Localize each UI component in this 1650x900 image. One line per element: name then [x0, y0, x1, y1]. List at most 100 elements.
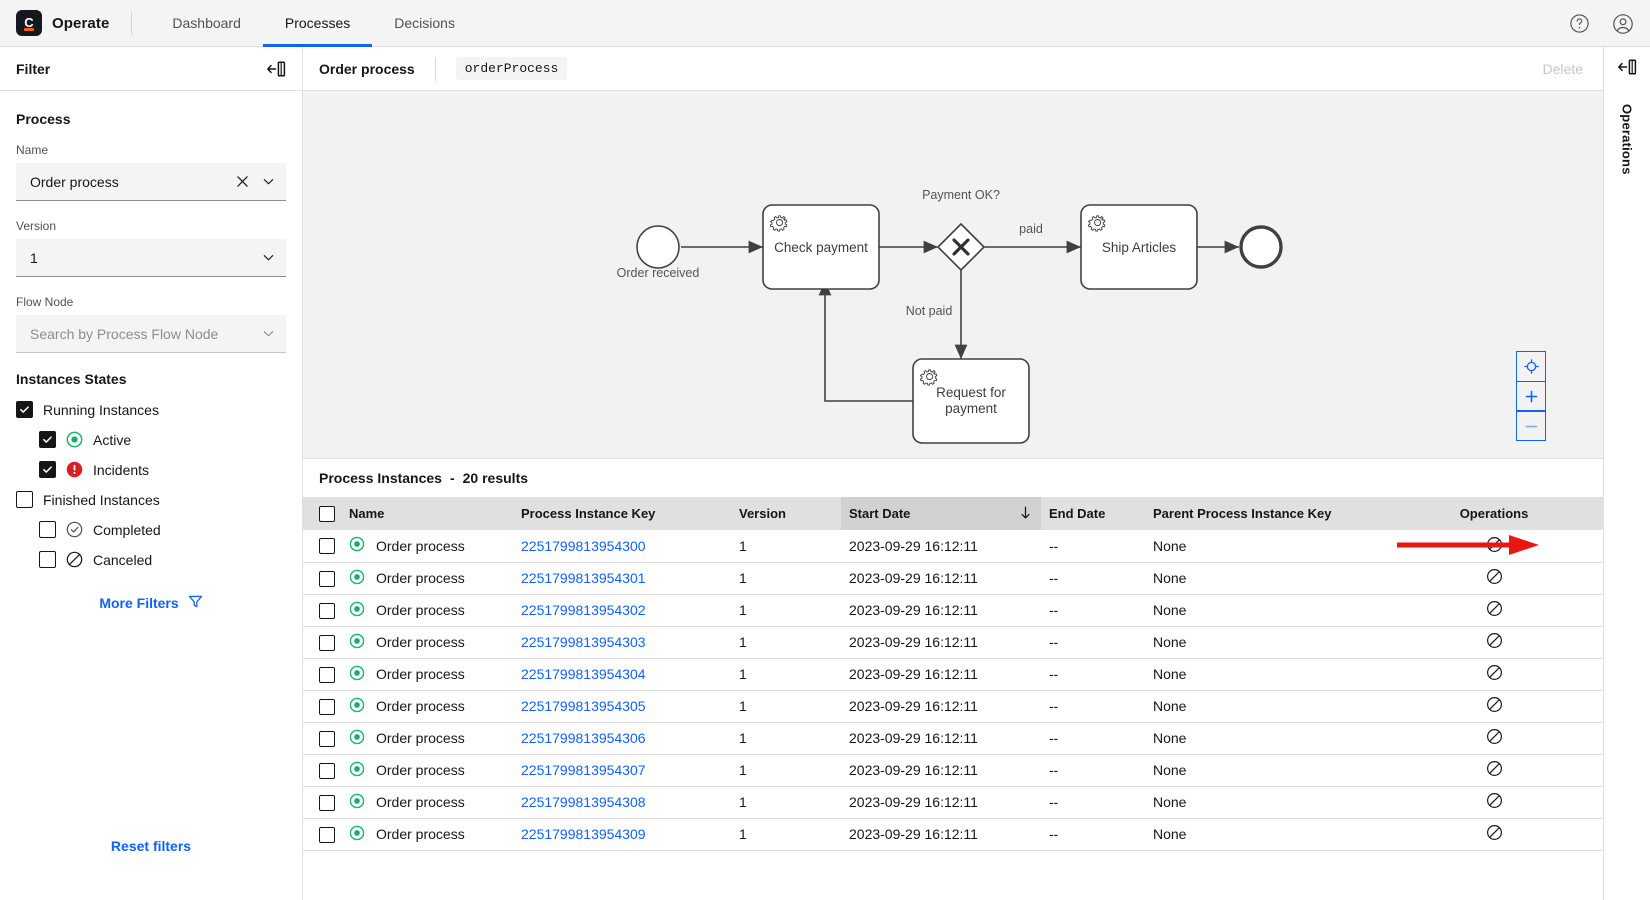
cancel-operation-icon[interactable]: [1486, 728, 1503, 745]
row-checkbox[interactable]: [319, 731, 335, 747]
th-version[interactable]: Version: [731, 497, 841, 530]
select-all-checkbox[interactable]: [319, 506, 335, 522]
bpmn-start-event[interactable]: [637, 226, 679, 268]
cancel-operation-icon[interactable]: [1486, 536, 1503, 553]
nav-tab-processes[interactable]: Processes: [263, 0, 372, 47]
row-select-cell[interactable]: [303, 754, 341, 786]
cell-operations[interactable]: [1411, 722, 1603, 754]
th-process-instance-key[interactable]: Process Instance Key: [513, 497, 731, 530]
th-start-date[interactable]: Start Date: [841, 497, 1041, 530]
cell-process-instance-key[interactable]: 2251799813954309: [513, 818, 731, 850]
th-parent-process-instance-key[interactable]: Parent Process Instance Key: [1145, 497, 1411, 530]
zoom-out-button[interactable]: [1516, 411, 1546, 441]
row-select-cell[interactable]: [303, 690, 341, 722]
clear-icon[interactable]: [236, 175, 249, 188]
flow-node-select[interactable]: Search by Process Flow Node: [16, 315, 286, 353]
chevron-down-icon[interactable]: [261, 326, 276, 341]
collapse-panel-icon[interactable]: [266, 60, 286, 78]
row-select-cell[interactable]: [303, 530, 341, 562]
row-select-cell[interactable]: [303, 658, 341, 690]
table-row[interactable]: Order process225179981395430112023-09-29…: [303, 562, 1603, 594]
row-select-cell[interactable]: [303, 562, 341, 594]
cell-operations[interactable]: [1411, 690, 1603, 722]
process-instance-key-link[interactable]: 2251799813954309: [521, 826, 646, 842]
process-instance-key-link[interactable]: 2251799813954307: [521, 762, 646, 778]
th-name[interactable]: Name: [341, 497, 513, 530]
row-select-cell[interactable]: [303, 594, 341, 626]
cancel-operation-icon[interactable]: [1486, 568, 1503, 585]
cell-operations[interactable]: [1411, 754, 1603, 786]
table-row[interactable]: Order process225179981395430412023-09-29…: [303, 658, 1603, 690]
cell-process-instance-key[interactable]: 2251799813954300: [513, 530, 731, 562]
cancel-operation-icon[interactable]: [1486, 792, 1503, 809]
cancel-operation-icon[interactable]: [1486, 824, 1503, 841]
cell-process-instance-key[interactable]: 2251799813954304: [513, 658, 731, 690]
table-row[interactable]: Order process225179981395430212023-09-29…: [303, 594, 1603, 626]
chevron-down-icon[interactable]: [261, 174, 276, 189]
cell-operations[interactable]: [1411, 658, 1603, 690]
table-row[interactable]: Order process225179981395430512023-09-29…: [303, 690, 1603, 722]
nav-tab-dashboard[interactable]: Dashboard: [150, 0, 263, 47]
row-checkbox[interactable]: [319, 827, 335, 843]
row-select-cell[interactable]: [303, 626, 341, 658]
cell-operations[interactable]: [1411, 530, 1603, 562]
nav-tab-decisions[interactable]: Decisions: [372, 0, 477, 47]
cancel-operation-icon[interactable]: [1486, 696, 1503, 713]
chevron-down-icon[interactable]: [261, 250, 276, 265]
bpmn-diagram[interactable]: Order received Check payment Payment OK?…: [303, 91, 1603, 459]
table-row[interactable]: Order process225179981395430312023-09-29…: [303, 626, 1603, 658]
row-select-cell[interactable]: [303, 818, 341, 850]
table-row[interactable]: Order process225179981395430012023-09-29…: [303, 530, 1603, 562]
th-select-all[interactable]: [303, 497, 341, 530]
table-row[interactable]: Order process225179981395430812023-09-29…: [303, 786, 1603, 818]
bpmn-end-event[interactable]: [1241, 227, 1281, 267]
row-checkbox[interactable]: [319, 603, 335, 619]
table-row[interactable]: Order process225179981395430612023-09-29…: [303, 722, 1603, 754]
cancel-operation-icon[interactable]: [1486, 600, 1503, 617]
help-icon[interactable]: [1560, 5, 1598, 43]
checkbox-incidents[interactable]: Incidents: [39, 461, 286, 478]
cell-process-instance-key[interactable]: 2251799813954301: [513, 562, 731, 594]
brand[interactable]: C Operate: [0, 10, 109, 36]
cell-operations[interactable]: [1411, 562, 1603, 594]
row-checkbox[interactable]: [319, 795, 335, 811]
row-checkbox[interactable]: [319, 763, 335, 779]
process-instance-key-link[interactable]: 2251799813954308: [521, 794, 646, 810]
checkbox-running-instances[interactable]: Running Instances: [16, 401, 286, 418]
process-instance-key-link[interactable]: 2251799813954300: [521, 538, 646, 554]
th-end-date[interactable]: End Date: [1041, 497, 1145, 530]
cell-operations[interactable]: [1411, 818, 1603, 850]
row-select-cell[interactable]: [303, 722, 341, 754]
checkbox-completed[interactable]: Completed: [39, 521, 286, 538]
row-checkbox[interactable]: [319, 667, 335, 683]
process-version-select[interactable]: 1: [16, 239, 286, 277]
process-instance-key-link[interactable]: 2251799813954306: [521, 730, 646, 746]
cancel-operation-icon[interactable]: [1486, 760, 1503, 777]
row-checkbox[interactable]: [319, 538, 335, 554]
row-checkbox[interactable]: [319, 571, 335, 587]
cell-process-instance-key[interactable]: 2251799813954308: [513, 786, 731, 818]
cancel-operation-icon[interactable]: [1486, 664, 1503, 681]
reset-filters-button[interactable]: Reset filters: [0, 838, 302, 854]
process-instance-key-link[interactable]: 2251799813954301: [521, 570, 646, 586]
cell-process-instance-key[interactable]: 2251799813954306: [513, 722, 731, 754]
cell-operations[interactable]: [1411, 594, 1603, 626]
process-name-select[interactable]: Order process: [16, 163, 286, 201]
cancel-operation-icon[interactable]: [1486, 632, 1503, 649]
delete-button[interactable]: Delete: [1543, 61, 1583, 77]
row-checkbox[interactable]: [319, 699, 335, 715]
row-select-cell[interactable]: [303, 786, 341, 818]
more-filters-button[interactable]: More Filters: [16, 594, 286, 612]
table-row[interactable]: Order process225179981395430912023-09-29…: [303, 818, 1603, 850]
checkbox-active[interactable]: Active: [39, 431, 286, 448]
table-row[interactable]: Order process225179981395430712023-09-29…: [303, 754, 1603, 786]
zoom-in-button[interactable]: [1516, 381, 1546, 411]
cell-process-instance-key[interactable]: 2251799813954302: [513, 594, 731, 626]
user-avatar-icon[interactable]: [1604, 5, 1642, 43]
checkbox-canceled[interactable]: Canceled: [39, 551, 286, 568]
collapse-panel-icon[interactable]: [1617, 58, 1637, 76]
cell-operations[interactable]: [1411, 786, 1603, 818]
process-instance-key-link[interactable]: 2251799813954305: [521, 698, 646, 714]
cell-operations[interactable]: [1411, 626, 1603, 658]
checkbox-finished-instances[interactable]: Finished Instances: [16, 491, 286, 508]
